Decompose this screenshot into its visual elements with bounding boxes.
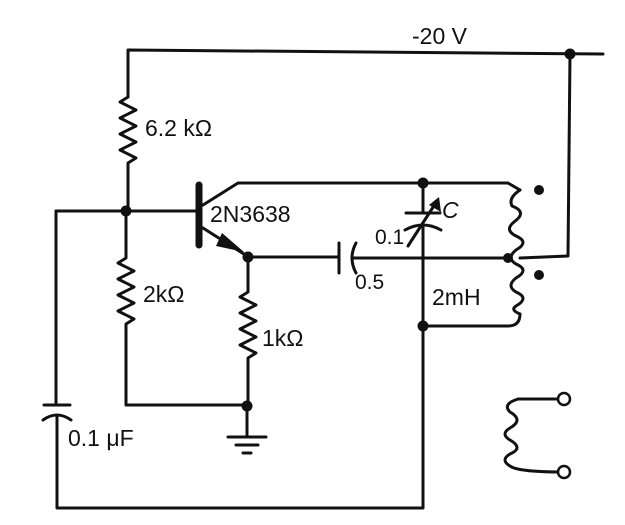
inductor-label: 2mH	[432, 284, 481, 310]
capacitor-coupling-label: 0.5	[355, 271, 384, 294]
inductor-2mh: 2mH	[432, 185, 544, 316]
output-coil	[503, 391, 572, 480]
junction-supply	[564, 48, 576, 60]
transistor-2n3638: 2N3638	[195, 181, 522, 258]
resistor-2k-label: 2kΩ	[143, 281, 185, 307]
transistor-label: 2N3638	[210, 201, 291, 227]
inductor-dot-top	[534, 185, 544, 195]
resistor-6k2-label: 6.2 kΩ	[145, 115, 212, 141]
output-terminal-bottom	[556, 464, 572, 480]
capacitor-tuning-label: 0.1	[375, 226, 404, 249]
emitter-arrow-icon	[216, 233, 244, 252]
capacitor-tuning: C 0.1	[375, 177, 459, 328]
supply-label: -20 V	[412, 23, 468, 49]
output-terminal-top	[556, 391, 572, 407]
resistor-1k: 1kΩ	[238, 255, 304, 408]
variable-arrow-icon	[429, 197, 441, 212]
inductor-dot-tap	[534, 270, 544, 280]
ground-icon	[226, 404, 268, 455]
capacitor-tuning-symbol: C	[442, 197, 459, 223]
resistor-2k: 2kΩ	[116, 209, 249, 407]
capacitor-bypass: 0.1 μF	[41, 281, 425, 510]
supply-rail: -20 V	[126, 23, 605, 260]
resistor-1k-label: 1kΩ	[262, 325, 304, 351]
capacitor-bypass-label: 0.1 μF	[68, 425, 134, 451]
capacitor-coupling: 0.5	[337, 241, 510, 294]
resistor-6k2: 6.2 kΩ	[118, 95, 212, 212]
